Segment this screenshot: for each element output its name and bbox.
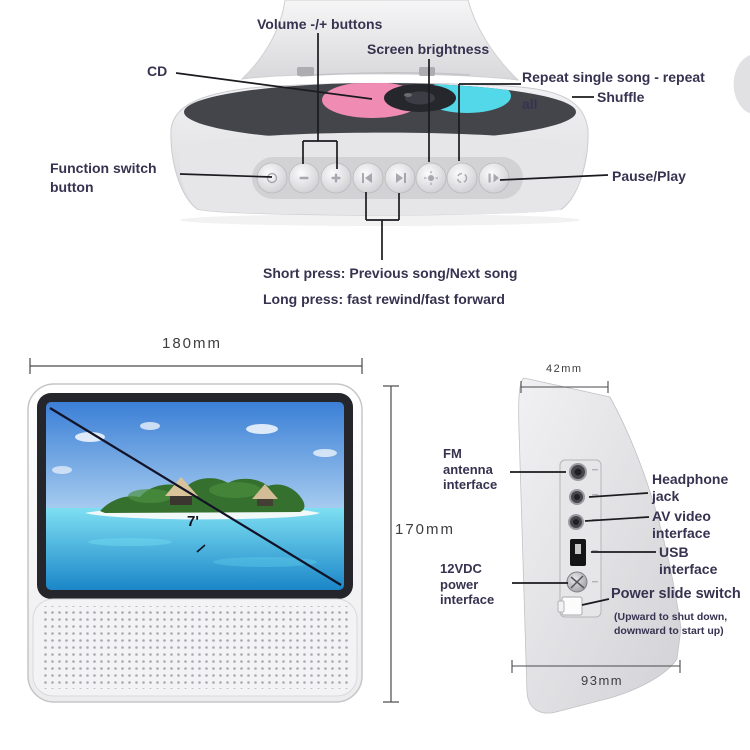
button-glyphs: [266, 171, 499, 185]
function-switch-label: Function switch button: [50, 160, 157, 195]
annotation-lines-side: [510, 471, 656, 606]
height-dimension: 170mm: [395, 521, 456, 538]
power-switch-note: (Upward to shut down, downward to start …: [614, 611, 728, 637]
repeat-label: Repeat single song - repeat all: [522, 69, 705, 112]
volume-label: Volume -/+ buttons: [257, 16, 383, 32]
power-slide-switch: [561, 596, 583, 616]
fm-antenna-label: FM antenna interface: [443, 446, 498, 493]
cd-label: CD: [147, 63, 168, 79]
flip-screen-lid: [240, 0, 520, 81]
width-dimension: 180mm: [162, 335, 223, 352]
brightness-label: Screen brightness: [367, 41, 490, 57]
side-view-illustration: [518, 377, 682, 714]
port-panel: [559, 459, 602, 618]
shuffle-label: Shuffle: [597, 89, 645, 105]
dc-power-label: 12VDC power interface: [440, 561, 495, 608]
screen-image: [46, 402, 344, 590]
long-press-label: Long press: fast rewind/fast forward: [263, 291, 505, 307]
repeat-button: [446, 162, 478, 194]
top-view-illustration: [170, 0, 750, 226]
pause-play-label: Pause/Play: [612, 168, 686, 184]
screen-size-label: 7': [187, 513, 199, 530]
dimension-lines-side: [511, 381, 681, 673]
av-video-label: AV video interface: [652, 508, 711, 541]
side-top-dimension: 42mm: [546, 363, 583, 375]
function-button: [256, 162, 288, 194]
dimension-lines-front: [29, 358, 399, 703]
screen-diagonal-line: [49, 407, 342, 586]
side-bottom-dimension: 93mm: [581, 673, 624, 688]
headphone-label: Headphone jack: [652, 471, 729, 504]
short-press-label: Short press: Previous song/Next song: [263, 265, 518, 281]
front-view-illustration: [27, 383, 363, 703]
power-switch-label: Power slide switch: [611, 586, 741, 602]
usb-label: USB interface: [659, 544, 718, 577]
hinge: [419, 67, 435, 76]
annotation-lines-top: [175, 33, 609, 260]
hinge: [297, 67, 314, 76]
